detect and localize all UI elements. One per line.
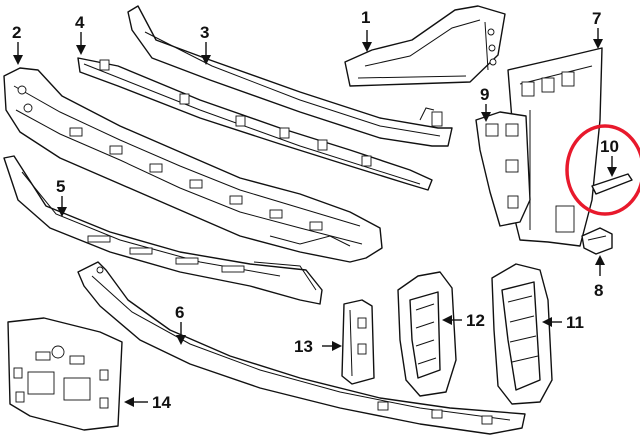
part-11-lamp-bracket: [491, 263, 553, 405]
callout-13: 13: [294, 337, 313, 356]
callout-4: 4: [75, 13, 85, 32]
part-3-upper-support: [127, 5, 453, 147]
part-8-clip: [581, 227, 613, 255]
callout-7: 7: [592, 9, 601, 28]
callout-5: 5: [56, 177, 65, 196]
part-1-upper-deflector: [344, 5, 506, 87]
part-6-lower-cover: [77, 261, 526, 435]
callout-10: 10: [600, 137, 619, 156]
part-14-license-bracket: [7, 317, 123, 431]
part-10-trim-piece: [591, 173, 633, 195]
callout-11: 11: [566, 313, 584, 332]
leader-lines: [13, 28, 617, 407]
part-7-side-bracket: [507, 47, 603, 247]
part-13-block-bracket: [341, 299, 375, 385]
callout-1: 1: [361, 8, 370, 27]
part-5-lower-valance: [3, 155, 323, 305]
callout-8: 8: [594, 281, 603, 300]
highlight-circle: [565, 124, 640, 216]
callout-12: 12: [466, 311, 485, 330]
part-4-upper-rail: [77, 57, 433, 191]
callout-3: 3: [200, 23, 209, 42]
callout-9: 9: [480, 85, 489, 104]
callout-6: 6: [175, 303, 184, 322]
part-2-reinforcement: [3, 67, 383, 263]
callout-2: 2: [12, 23, 21, 42]
callout-14: 14: [152, 393, 171, 412]
part-12-lamp-bracket: [397, 271, 457, 397]
part-9-mount-bracket: [475, 111, 531, 227]
callout-labels: 1 2 3 4 5 6 7 8 9 10 11 12 13 14: [12, 8, 619, 412]
